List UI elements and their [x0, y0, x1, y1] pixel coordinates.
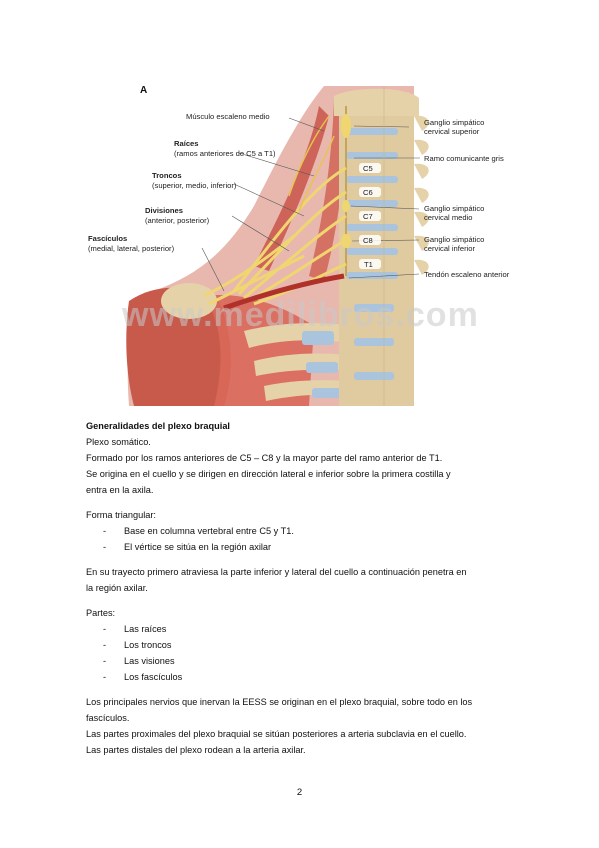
- label-trunks-title: Troncos: [152, 171, 182, 180]
- label-gray-ramus: Ramo comunicante gris: [424, 154, 504, 163]
- anatomy-illustration: [126, 86, 429, 406]
- label-trunks-sub: (superior, medio, inferior): [152, 181, 237, 190]
- list-item: Los troncos: [86, 637, 526, 653]
- paragraph-line: entra en la axila.: [86, 485, 154, 495]
- label-inferior-ganglion-2: cervical inferior: [424, 244, 476, 253]
- list-item: Base en columna vertebral entre C5 y T1.: [86, 523, 526, 539]
- label-divisions-title: Divisiones: [145, 206, 183, 215]
- brachial-plexus-figure: www.medilibros.com A Músculo escaleno me…: [84, 76, 524, 406]
- label-inferior-ganglion-1: Ganglio simpático: [424, 235, 485, 244]
- paragraph-line: fascículos.: [86, 713, 130, 723]
- section-heading: Generalidades del plexo braquial: [86, 421, 230, 431]
- label-roots-title: Raíces: [174, 139, 199, 148]
- paragraph-line: Se origina en el cuello y se dirigen en …: [86, 469, 451, 479]
- forma-list: Base en columna vertebral entre C5 y T1.…: [86, 523, 526, 555]
- list-item: Las visiones: [86, 653, 526, 669]
- partes-label: Partes:: [86, 608, 116, 618]
- label-superior-ganglion-1: Ganglio simpático: [424, 118, 485, 127]
- label-middle-ganglion-1: Ganglio simpático: [424, 204, 485, 213]
- vertebra-label-c5: C5: [363, 164, 373, 173]
- paragraph-line: Plexo somático.: [86, 437, 151, 447]
- vertebra-label-t1: T1: [364, 260, 373, 269]
- list-item: Los fascículos: [86, 669, 526, 685]
- paragraph-line: En su trayecto primero atraviesa la part…: [86, 567, 467, 577]
- label-superior-ganglion-2: cervical superior: [424, 127, 480, 136]
- forma-label: Forma triangular:: [86, 510, 156, 520]
- figure-letter: A: [140, 85, 148, 96]
- paragraph-line: Las partes proximales del plexo braquial…: [86, 729, 467, 739]
- vertebra-label-c8: C8: [363, 236, 373, 245]
- page-number: 2: [296, 787, 303, 798]
- label-roots-sub: (ramos anteriores de C5 a T1): [174, 149, 276, 158]
- label-cords-title: Fascículos: [88, 234, 128, 243]
- partes-list: Las raíces Los troncos Las visiones Los …: [86, 621, 526, 685]
- list-item: El vértice se sitúa en la región axilar: [86, 539, 526, 555]
- paragraph-line: Formado por los ramos anteriores de C5 –…: [86, 453, 443, 463]
- label-middle-ganglion-2: cervical medio: [424, 213, 473, 222]
- label-scalene-tendon: Tendón escaleno anterior: [424, 270, 510, 279]
- label-cords-sub: (medial, lateral, posterior): [88, 244, 175, 253]
- paragraph-line: Las partes distales del plexo rodean a l…: [86, 745, 306, 755]
- label-scalene-muscle: Músculo escaleno medio: [186, 112, 270, 121]
- vertebra-label-c6: C6: [363, 188, 373, 197]
- label-divisions-sub: (anterior, posterior): [145, 216, 210, 225]
- watermark-text: www.medilibros.com: [122, 296, 479, 334]
- vertebra-label-c7: C7: [363, 212, 373, 221]
- body-text: Generalidades del plexo braquial Plexo s…: [86, 418, 526, 758]
- list-item: Las raíces: [86, 621, 526, 637]
- paragraph-line: Los principales nervios que inervan la E…: [86, 697, 473, 707]
- paragraph-line: la región axilar.: [86, 583, 148, 593]
